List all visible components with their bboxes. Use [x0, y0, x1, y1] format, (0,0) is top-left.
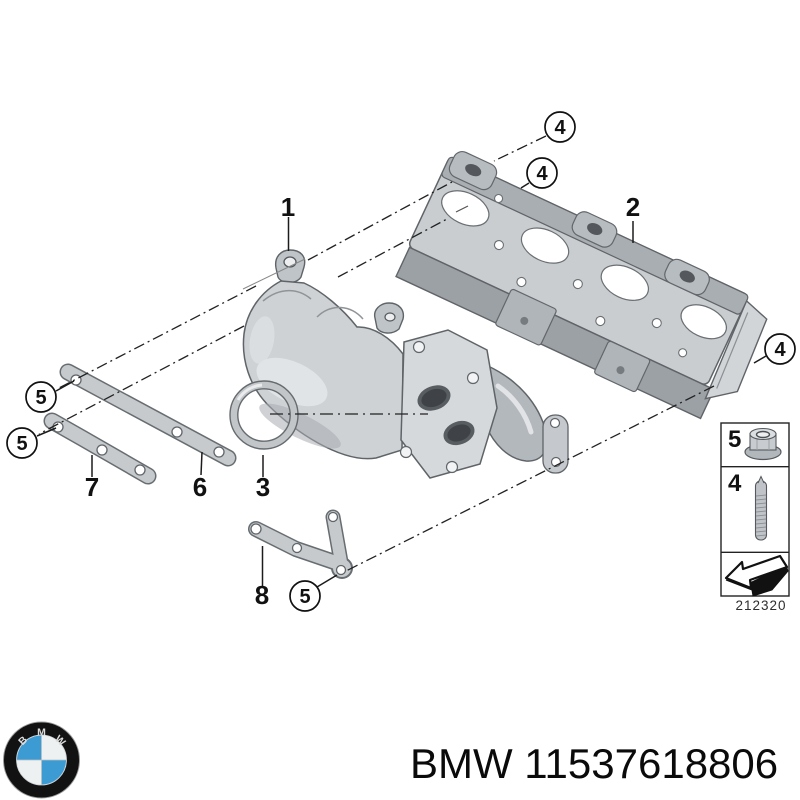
logo-letter-m: M [37, 727, 46, 739]
diagram-number: 212320 [735, 598, 786, 613]
callout-4-b: 4 [526, 157, 558, 189]
legend-number-4: 4 [728, 470, 742, 497]
gasket-bolt-boss [448, 150, 710, 296]
callout-5-c: 5 [289, 580, 321, 612]
part-label-3: 3 [256, 472, 270, 502]
seal-ring-part-3 [229, 380, 299, 450]
svg-text:4: 4 [536, 163, 548, 185]
heat-shield-gasket-part-2 [395, 150, 768, 420]
legend-number-5: 5 [728, 426, 741, 453]
svg-text:4: 4 [774, 339, 786, 361]
part-label-7: 7 [85, 472, 99, 502]
fastener-legend: 5 4 212320 [720, 422, 790, 613]
bmw-roundel-logo: B M W [3, 721, 80, 799]
callout-4-a: 4 [544, 111, 576, 143]
part-label-6: 6 [193, 472, 207, 502]
svg-text:5: 5 [16, 433, 27, 455]
gasket-small-holes [493, 193, 688, 358]
label-leader-lines [36, 135, 767, 588]
part-label-1: 1 [281, 192, 295, 222]
bracket-part-8 [248, 509, 353, 579]
bracket-part-6 [59, 363, 237, 467]
stud-bolt-icon [754, 475, 768, 541]
svg-text:5: 5 [299, 586, 310, 608]
part-number-caption: BMW 11537618806 [410, 740, 778, 787]
bracket-part-7 [43, 412, 157, 485]
svg-text:5: 5 [35, 387, 46, 409]
downpipe-end-flange [542, 414, 569, 474]
flange-nut-icon [744, 427, 782, 461]
direction-arrow-icon [724, 554, 789, 597]
callout-5-a: 5 [25, 381, 57, 413]
callout-5-b: 5 [6, 427, 38, 459]
footer: B M W BMW 11537618806 [3, 721, 778, 799]
callout-4-c: 4 [764, 333, 796, 365]
gasket-port-openings [441, 190, 727, 340]
part-label-2: 2 [626, 192, 640, 222]
manifold-outlet-flange [399, 329, 498, 479]
assembly-axis-lines [38, 181, 715, 572]
circled-callouts: 4 4 4 5 5 5 [6, 111, 796, 612]
part-label-8: 8 [255, 580, 269, 610]
svg-text:4: 4 [554, 117, 566, 139]
